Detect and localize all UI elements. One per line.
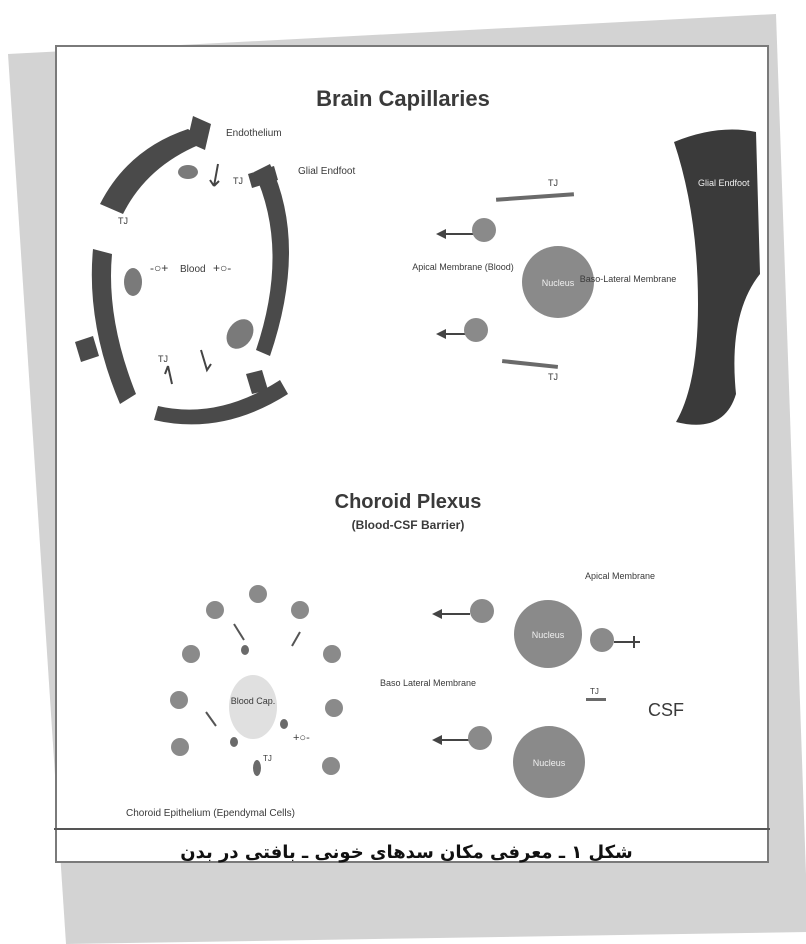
transporter-symbol-left: -○+ bbox=[150, 261, 168, 275]
tj-label-choroid-left: TJ bbox=[263, 754, 272, 763]
brain-title: Brain Capillaries bbox=[316, 86, 490, 111]
choroid-transporter-symbol: +○- bbox=[293, 732, 310, 744]
tj-label-bottom-right: TJ bbox=[548, 372, 558, 382]
tj-dot-top bbox=[241, 645, 249, 655]
basolateral-membrane-brain-label: Baso-Lateral Membrane bbox=[580, 274, 677, 284]
choroid-epithelium-label: Choroid Epithelium (Ependymal Cells) bbox=[126, 808, 295, 819]
figure-canvas: Brain Capillaries -○+ +○- Endothelium Gl… bbox=[8, 14, 806, 944]
apical-membrane-brain-label: Apical Membrane (Blood) bbox=[412, 262, 514, 272]
tj-dot-left bbox=[230, 737, 238, 747]
figure-card: Brain Capillaries -○+ +○- Endothelium Gl… bbox=[8, 14, 806, 944]
basolateral-membrane-choroid-label: Baso Lateral Membrane bbox=[380, 678, 476, 688]
nucleus-label-brain: Nucleus bbox=[542, 278, 575, 288]
glial-endfoot-label: Glial Endfoot bbox=[298, 166, 355, 177]
tj-label-c: TJ bbox=[158, 354, 168, 364]
tj-label-top-right: TJ bbox=[548, 178, 558, 188]
blood-capillary bbox=[229, 675, 277, 739]
tj-dot-bottom bbox=[253, 760, 261, 776]
blood-cap-label: Blood Cap. bbox=[231, 696, 276, 706]
nucleus-label-choroid-upper: Nucleus bbox=[532, 630, 565, 640]
tj-label-choroid-right: TJ bbox=[590, 687, 599, 696]
endothelium-label: Endothelium bbox=[226, 128, 282, 139]
blood-label: Blood bbox=[180, 264, 206, 275]
nucleus-label-choroid-lower: Nucleus bbox=[533, 758, 566, 768]
glial-endfoot-wide-label: Glial Endfoot bbox=[698, 178, 750, 188]
tight-junction-choroid bbox=[586, 698, 606, 701]
tj-dot-right bbox=[280, 719, 288, 729]
figure-caption: شکل ۱ ـ معرفی مکان سدهای خونی ـ بافتی در… bbox=[54, 824, 759, 880]
tj-ellipse-top bbox=[178, 165, 198, 179]
csf-label: CSF bbox=[648, 700, 684, 720]
figure-panel bbox=[56, 46, 768, 862]
choroid-title: Choroid Plexus bbox=[335, 491, 482, 513]
transporter-symbol-right: +○- bbox=[213, 261, 231, 275]
tj-label-a: TJ bbox=[233, 176, 243, 186]
choroid-subtitle: (Blood-CSF Barrier) bbox=[352, 518, 465, 532]
tj-ellipse-left bbox=[124, 268, 142, 296]
apical-membrane-choroid-label: Apical Membrane bbox=[585, 571, 655, 581]
tj-label-b: TJ bbox=[118, 216, 128, 226]
